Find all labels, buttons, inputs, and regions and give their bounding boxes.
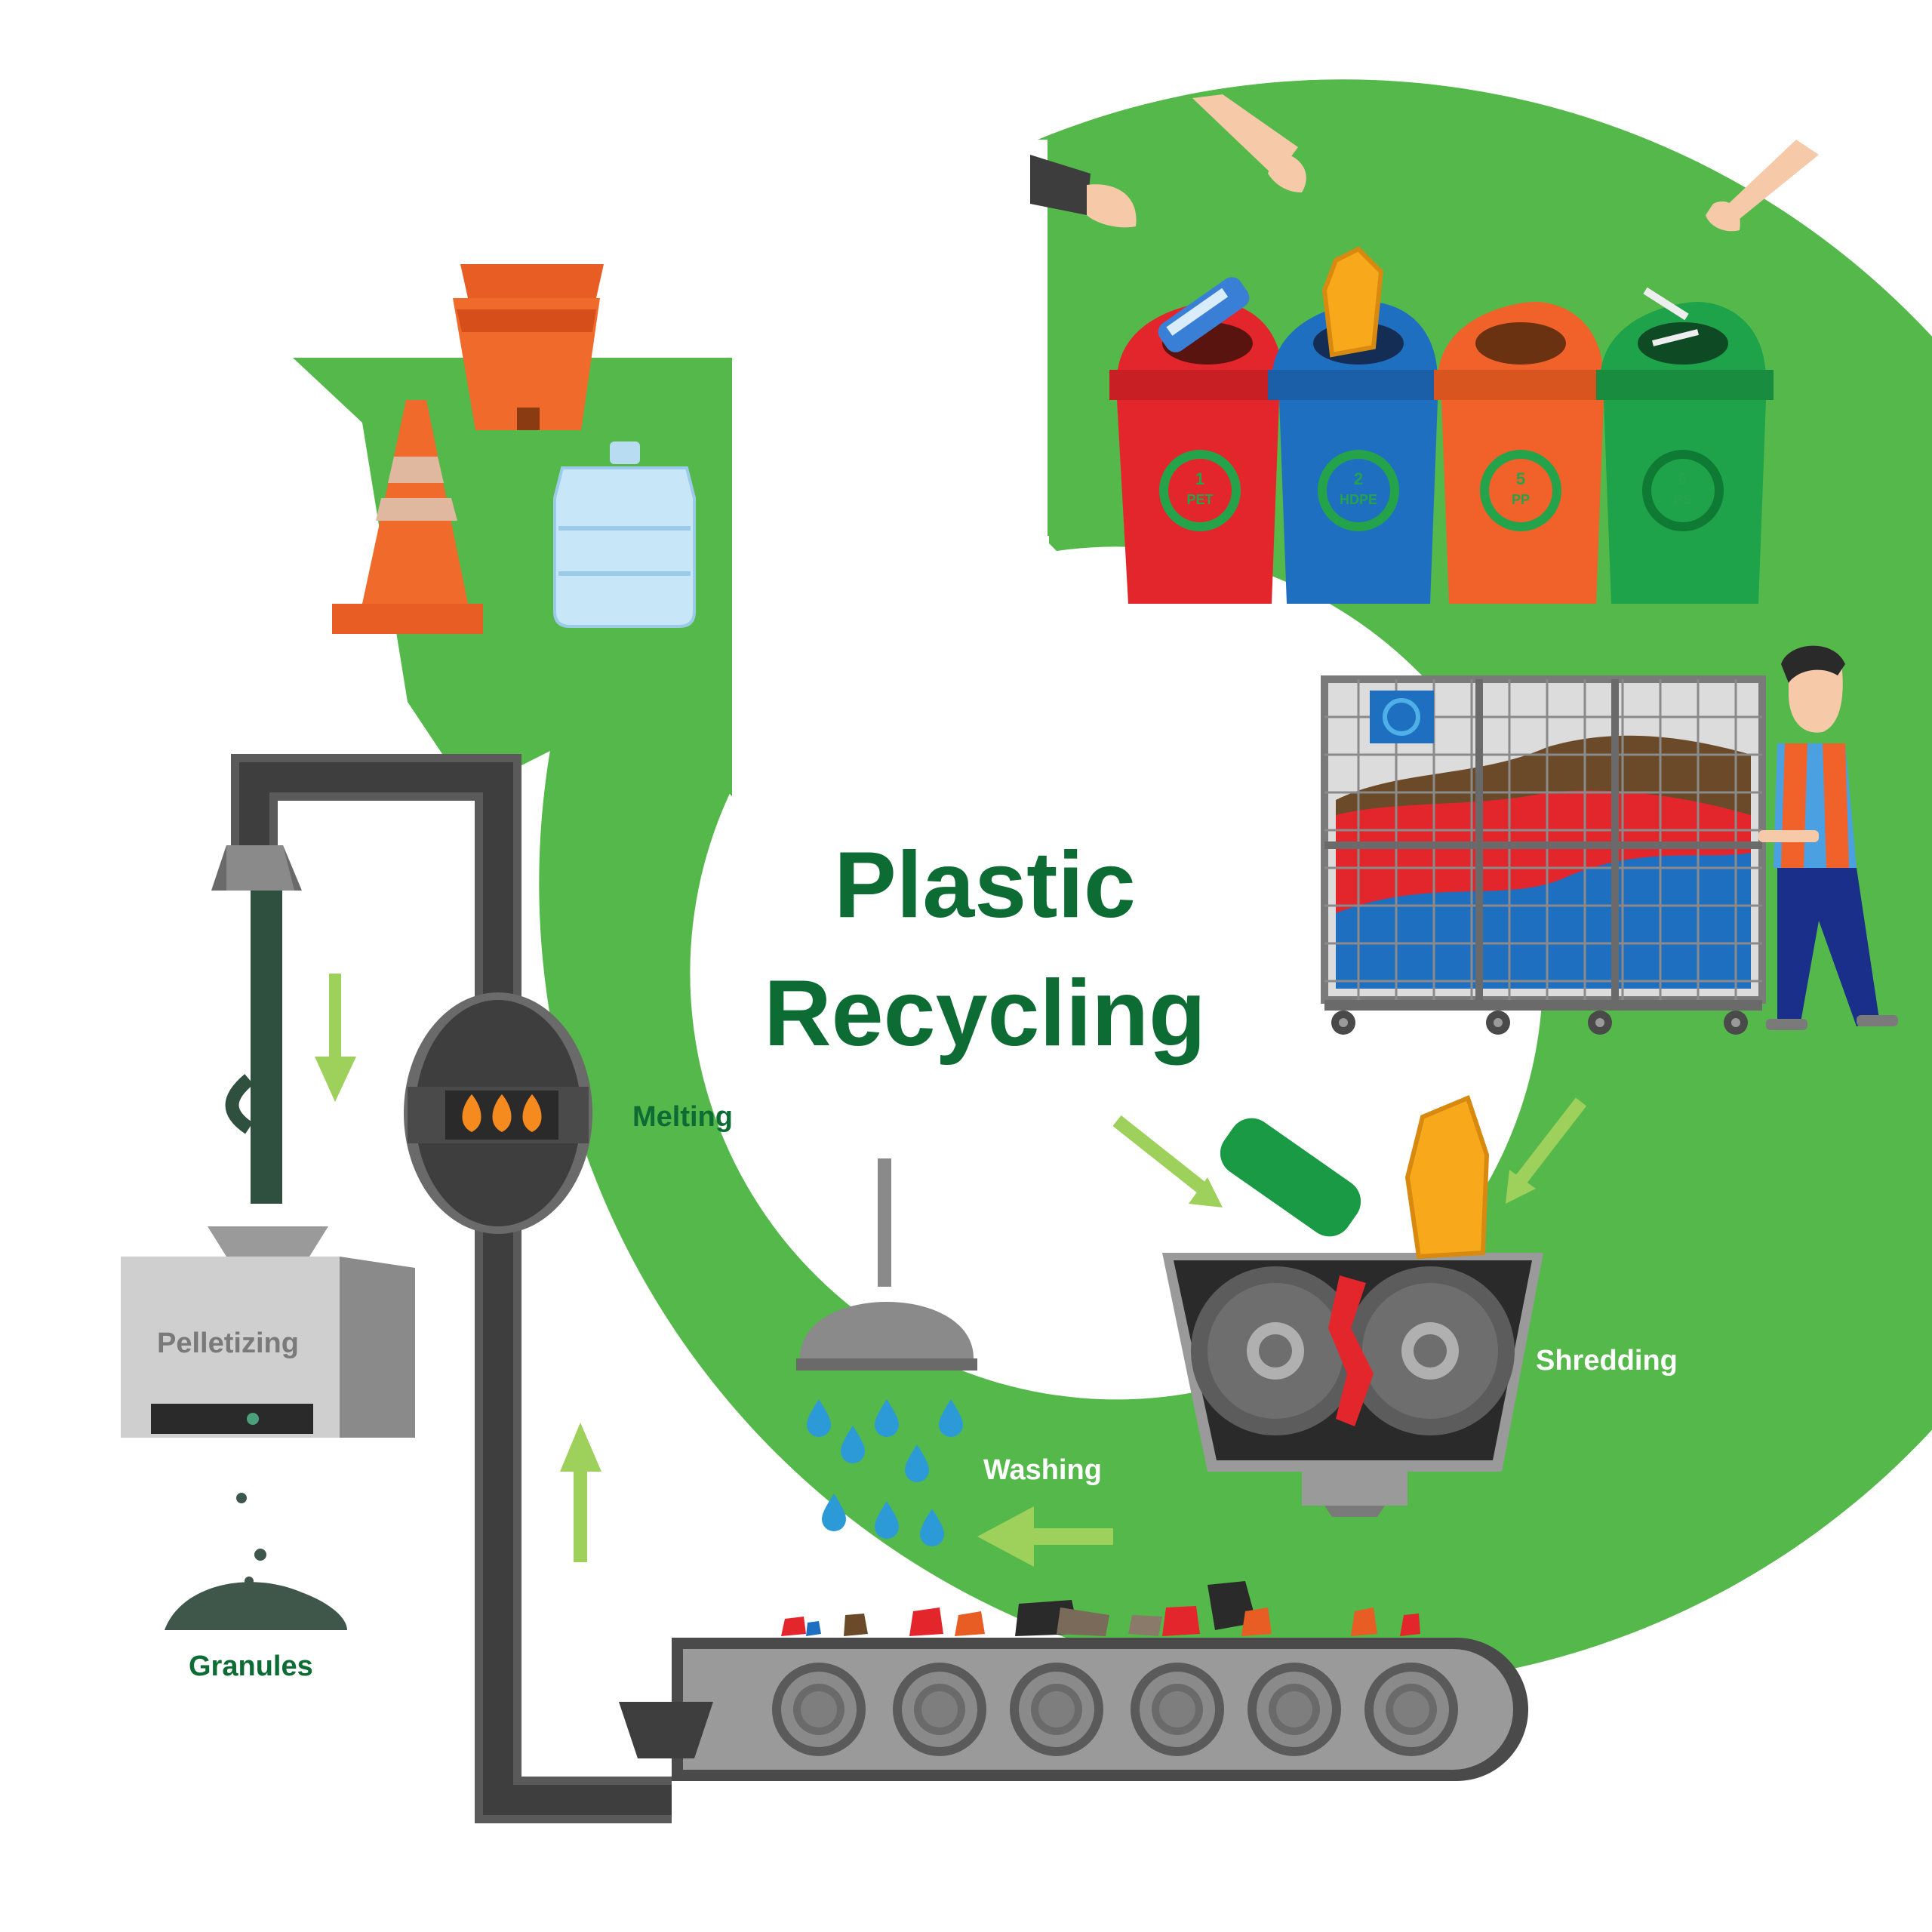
water-jug-icon xyxy=(553,441,696,628)
traffic-cone-icon xyxy=(332,400,483,634)
shower-head xyxy=(796,1158,977,1371)
bin-number: 1 xyxy=(1195,469,1204,488)
stage-label-washing: Washing xyxy=(983,1454,1102,1486)
stage-label-shredding: Shredding xyxy=(1536,1345,1678,1377)
extrusion-strand xyxy=(225,891,282,1204)
flower-pot-icon xyxy=(453,264,604,430)
granules-pile xyxy=(165,1493,347,1630)
stage-label-granules: Granules xyxy=(189,1651,313,1682)
recycle-icon xyxy=(1318,450,1399,531)
conveyor-belt xyxy=(619,1581,1528,1781)
gear-icon xyxy=(1346,1266,1515,1435)
stage-label-melting: Melting xyxy=(632,1101,733,1133)
title-line-2: Recycling xyxy=(764,961,1206,1066)
recycle-icon xyxy=(1159,450,1241,531)
plastic-flakes xyxy=(781,1581,1420,1636)
stage-label-extrusion: Extrusion xyxy=(306,920,438,952)
flame-icon xyxy=(462,1094,542,1132)
bin-ps: 6 PS xyxy=(1596,302,1774,604)
hand-icon xyxy=(1706,140,1819,232)
bin-number: 2 xyxy=(1354,469,1363,488)
gear-icon xyxy=(1191,1266,1360,1435)
bin-code: PP xyxy=(1512,492,1530,507)
arrow-icon xyxy=(560,1423,601,1562)
bin-number: 5 xyxy=(1516,469,1525,488)
plastic-bottle-icon xyxy=(1158,277,1250,352)
stage-label-pelletizing: Pelletizing xyxy=(157,1327,299,1359)
arrow-icon xyxy=(1112,1097,1587,1208)
collection-cage xyxy=(1321,675,1766,1035)
recycle-icon xyxy=(1480,450,1561,531)
recycling-bins: 1 PET 2 HDPE 5 PP xyxy=(1109,246,1774,604)
hand-icon xyxy=(1030,155,1137,228)
pipeline xyxy=(211,754,672,1823)
arrow-icon xyxy=(315,974,356,1102)
bin-pet: 1 PET xyxy=(1109,302,1287,604)
green-bottle-icon xyxy=(1220,1118,1361,1237)
bin-code: HDPE xyxy=(1340,492,1377,507)
melting-furnace xyxy=(404,992,592,1234)
cutlery-icon xyxy=(1643,287,1699,346)
bin-code: PET xyxy=(1186,492,1213,507)
hand-icon xyxy=(1192,94,1306,192)
diagram-title: Plastic Recycling xyxy=(764,833,1206,1066)
detergent-bottle-icon xyxy=(1404,1094,1490,1260)
worker xyxy=(1758,645,1898,1030)
recycle-icon xyxy=(1383,698,1420,736)
bin-code: PS xyxy=(1674,492,1692,507)
pelletizer xyxy=(121,1226,415,1438)
bin-pp: 5 PP xyxy=(1434,302,1611,604)
title-line-1: Plastic xyxy=(834,833,1136,937)
recycle-icon xyxy=(1642,450,1724,531)
bin-number: 6 xyxy=(1678,469,1687,488)
shredder xyxy=(1162,1253,1543,1517)
arrow-icon xyxy=(977,1506,1113,1567)
detergent-bottle-icon xyxy=(1321,246,1384,358)
